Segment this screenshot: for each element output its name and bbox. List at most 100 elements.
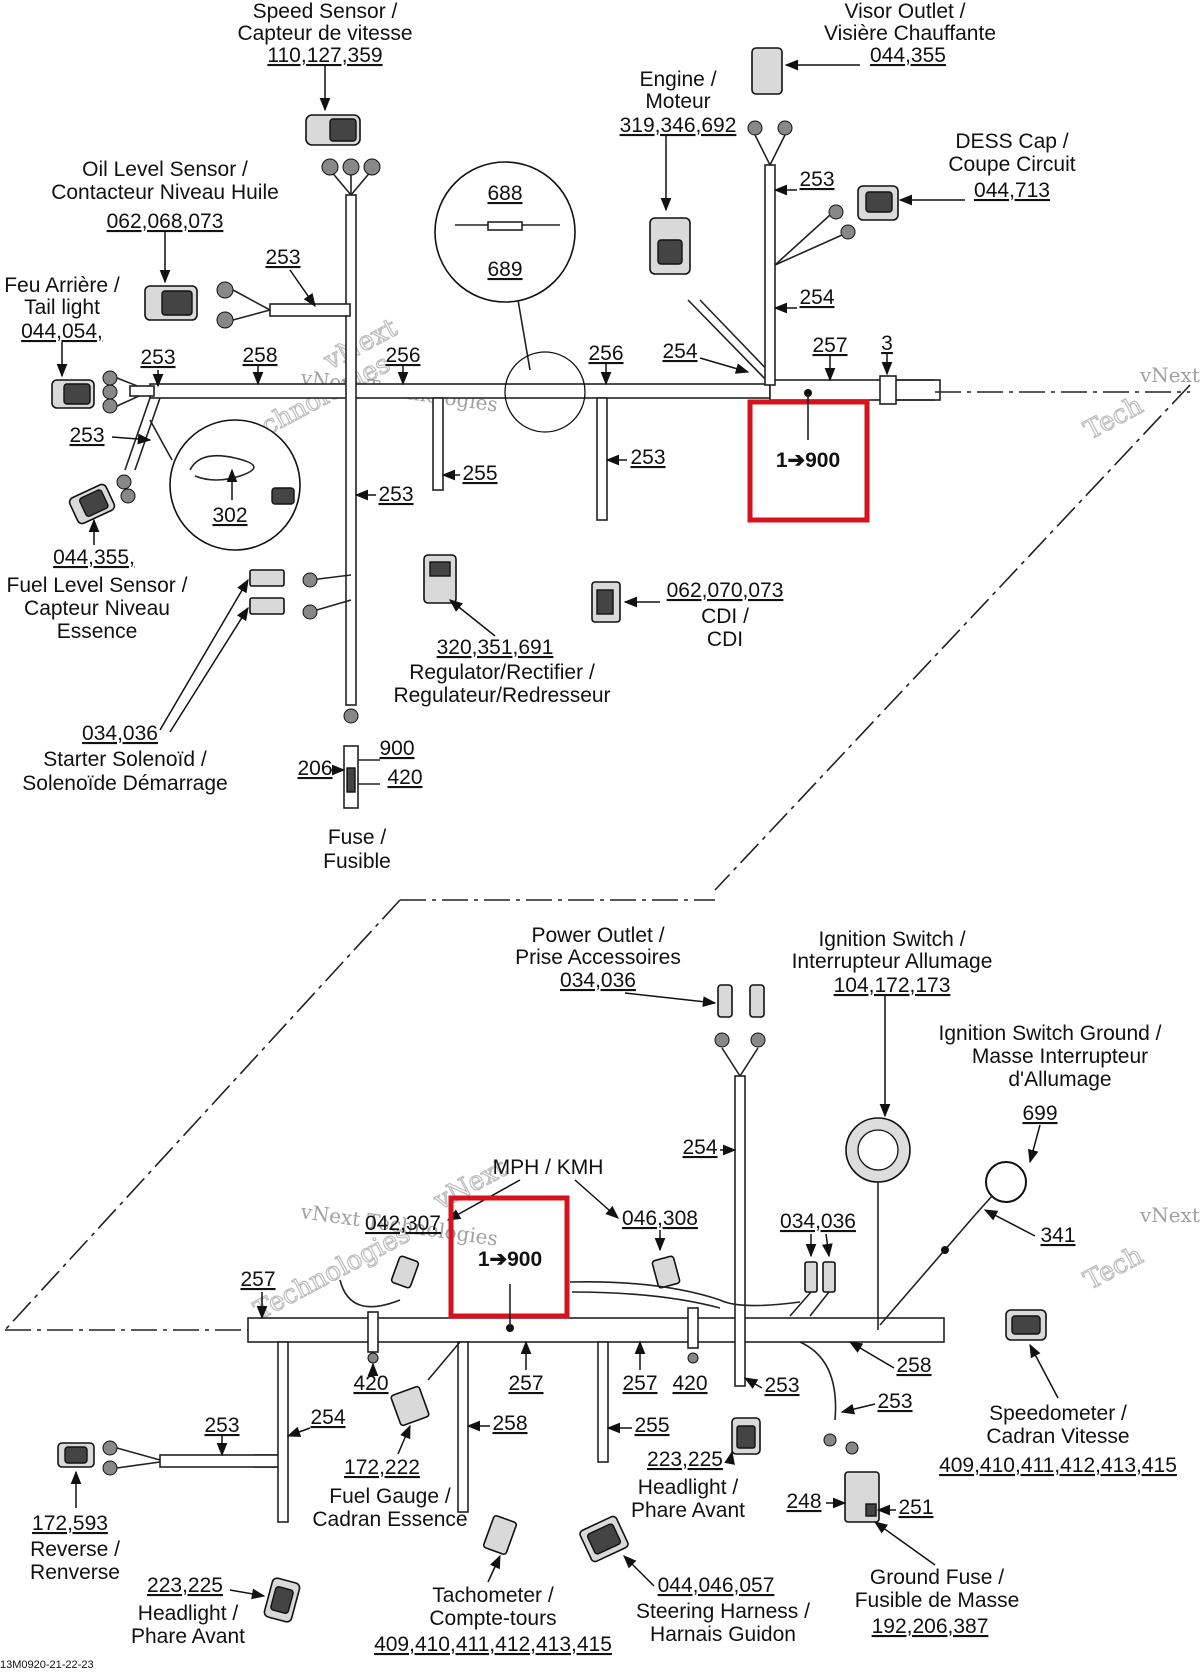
ground-fuse-248: 248	[786, 1490, 821, 1513]
oil-level-connector	[144, 281, 271, 329]
section-divider-left	[4, 899, 401, 1331]
ignition-switch-title-fr: Interrupteur Allumage	[792, 950, 993, 973]
svg-text:254: 254	[682, 1136, 717, 1159]
svg-text:253: 253	[69, 424, 104, 447]
right-034-connectors	[789, 1261, 836, 1317]
svg-text:253: 253	[764, 1374, 799, 1397]
svg-text:255: 255	[462, 462, 497, 485]
fuel-gauge-refs: 172,222	[344, 1456, 420, 1479]
cdi-title-fr: CDI	[707, 628, 743, 651]
fuse-title-en: Fuse /	[328, 826, 387, 849]
ignition-switch-connector	[845, 1117, 911, 1330]
detail-689-label: 689	[487, 258, 522, 281]
ground-fuse-title-en: Ground Fuse /	[870, 1566, 1004, 1589]
fuel-gauge-title-en: Fuel Gauge /	[329, 1485, 451, 1508]
steering-title-fr: Harnais Guidon	[650, 1623, 796, 1646]
steering-title-en: Steering Harness /	[636, 1600, 810, 1623]
ignition-ground-refs: 699	[1022, 1102, 1057, 1125]
fuse-title-fr: Fusible	[323, 850, 391, 873]
ignition-switch-refs: 104,172,173	[834, 974, 951, 997]
svg-text:Tech: Tech	[1079, 390, 1148, 446]
ignition-ground-title-en: Ignition Switch Ground /	[939, 1022, 1162, 1045]
visor-outlet-title-fr: Visière Chauffante	[824, 22, 996, 45]
speedometer-title-en: Speedometer /	[989, 1402, 1127, 1425]
svg-text:257: 257	[240, 1268, 275, 1291]
bottom-wire-labels: 257 254 253 420 257 258 255 257 420 253 …	[204, 1136, 932, 1457]
visor-dess-branch	[747, 47, 899, 386]
visor-outlet-refs: 044,355	[870, 44, 946, 67]
svg-text:vNext: vNext	[1139, 363, 1200, 387]
speedometer-connector	[1005, 1309, 1047, 1341]
ground-fuse-title-fr: Fusible de Masse	[855, 1589, 1020, 1612]
svg-text:257: 257	[812, 334, 847, 357]
bottom-highlight-label: 1➔900	[478, 1248, 542, 1271]
power-outlet-title-en: Power Outlet /	[531, 924, 664, 947]
fuse-420: 420	[387, 766, 422, 789]
speedometer-refs: 409,410,411,412,413,415	[939, 1454, 1177, 1477]
engine-title-fr: Moteur	[645, 90, 710, 113]
fuse-900: 900	[379, 737, 414, 760]
fuel-level-title-en: Fuel Level Sensor /	[7, 574, 188, 597]
svg-text:253: 253	[265, 246, 300, 269]
steering-harness-connector	[579, 1417, 761, 1563]
svg-text:258: 258	[242, 344, 277, 367]
svg-text:254: 254	[310, 1406, 345, 1429]
speed-sensor-refs: 110,127,359	[267, 44, 382, 67]
cdi-title-en: CDI /	[701, 605, 749, 628]
power-outlet-refs: 034,036	[560, 969, 636, 992]
reverse-title-fr: Renverse	[30, 1561, 120, 1584]
fuel-level-connector	[68, 397, 161, 525]
svg-text:255: 255	[634, 1414, 669, 1437]
svg-text:258: 258	[896, 1354, 931, 1377]
speedometer-title-fr: Cadran Vitesse	[986, 1425, 1129, 1448]
tail-light-refs: 044,054,	[21, 320, 103, 343]
bottom-highlight-box	[448, 1195, 570, 1319]
fuel-level-title-fr: Capteur Niveau	[24, 597, 170, 620]
cdi-refs: 062,070,073	[667, 579, 784, 602]
regulator-title-en: Regulator/Rectifier /	[409, 661, 595, 684]
fuel-level-refs: 044,355,	[53, 546, 135, 569]
svg-text:257: 257	[508, 1372, 543, 1395]
svg-text:420: 420	[353, 1372, 388, 1395]
tail-light-title-fr: Feu Arrière /	[4, 274, 120, 297]
oil-level-refs: 062,068,073	[107, 210, 224, 233]
figure-code: 13M0920-21-22-23	[0, 1659, 94, 1671]
svg-text:256: 256	[588, 342, 623, 365]
svg-text:254: 254	[662, 340, 697, 363]
starter-refs: 034,036	[82, 722, 158, 745]
svg-text:253: 253	[204, 1414, 239, 1437]
speed-sensor-title-fr: Capteur de vitesse	[237, 22, 412, 45]
dess-title-fr: Coupe Circuit	[948, 153, 1075, 176]
power-outlet-title-fr: Prise Accessoires	[515, 946, 681, 969]
engine-refs: 319,346,692	[620, 114, 737, 137]
tachometer-connector	[482, 1514, 518, 1556]
engine-title-en: Engine /	[639, 68, 716, 91]
svg-text:Tech: Tech	[1079, 1240, 1148, 1296]
tail-light-title-en: Tail light	[24, 296, 100, 319]
engine-connector	[649, 217, 776, 385]
starter-title-en: Starter Solenoïd /	[43, 748, 207, 771]
starter-title-fr: Solenoïde Démarrage	[22, 772, 227, 795]
svg-text:258: 258	[492, 1412, 527, 1435]
svg-text:256: 256	[385, 344, 420, 367]
headlight-right-title-en: Headlight /	[638, 1476, 739, 1499]
fuel-level-title-fr2: Essence	[57, 620, 138, 643]
ignition-ground-connector	[879, 1161, 1027, 1326]
ground-fuse-refs: 192,206,387	[872, 1615, 989, 1638]
tachometer-title-fr: Compte-tours	[429, 1607, 556, 1630]
ignition-switch-title-en: Ignition Switch /	[818, 928, 965, 951]
reverse-refs: 172,593	[32, 1512, 108, 1535]
svg-text:254: 254	[799, 286, 834, 309]
oil-level-title-en: Oil Level Sensor /	[82, 158, 248, 181]
svg-text:vNext: vNext	[1139, 1203, 1200, 1227]
headlight-right-refs: 223,225	[647, 1448, 723, 1471]
ignition-ground-title-fr2: d'Allumage	[1008, 1068, 1111, 1091]
headlight-left-title-en: Headlight /	[138, 1602, 239, 1625]
detail-302-label: 302	[212, 504, 247, 527]
starter-solenoid-connector	[249, 569, 318, 620]
fuel-gauge-connector	[390, 1341, 461, 1427]
ground-fuse-component	[799, 1341, 880, 1523]
mph-kmh-label: MPH / KMH	[493, 1156, 604, 1179]
bottom-main-trunk	[5, 1075, 945, 1523]
tachometer-title-en: Tachometer /	[432, 1584, 554, 1607]
